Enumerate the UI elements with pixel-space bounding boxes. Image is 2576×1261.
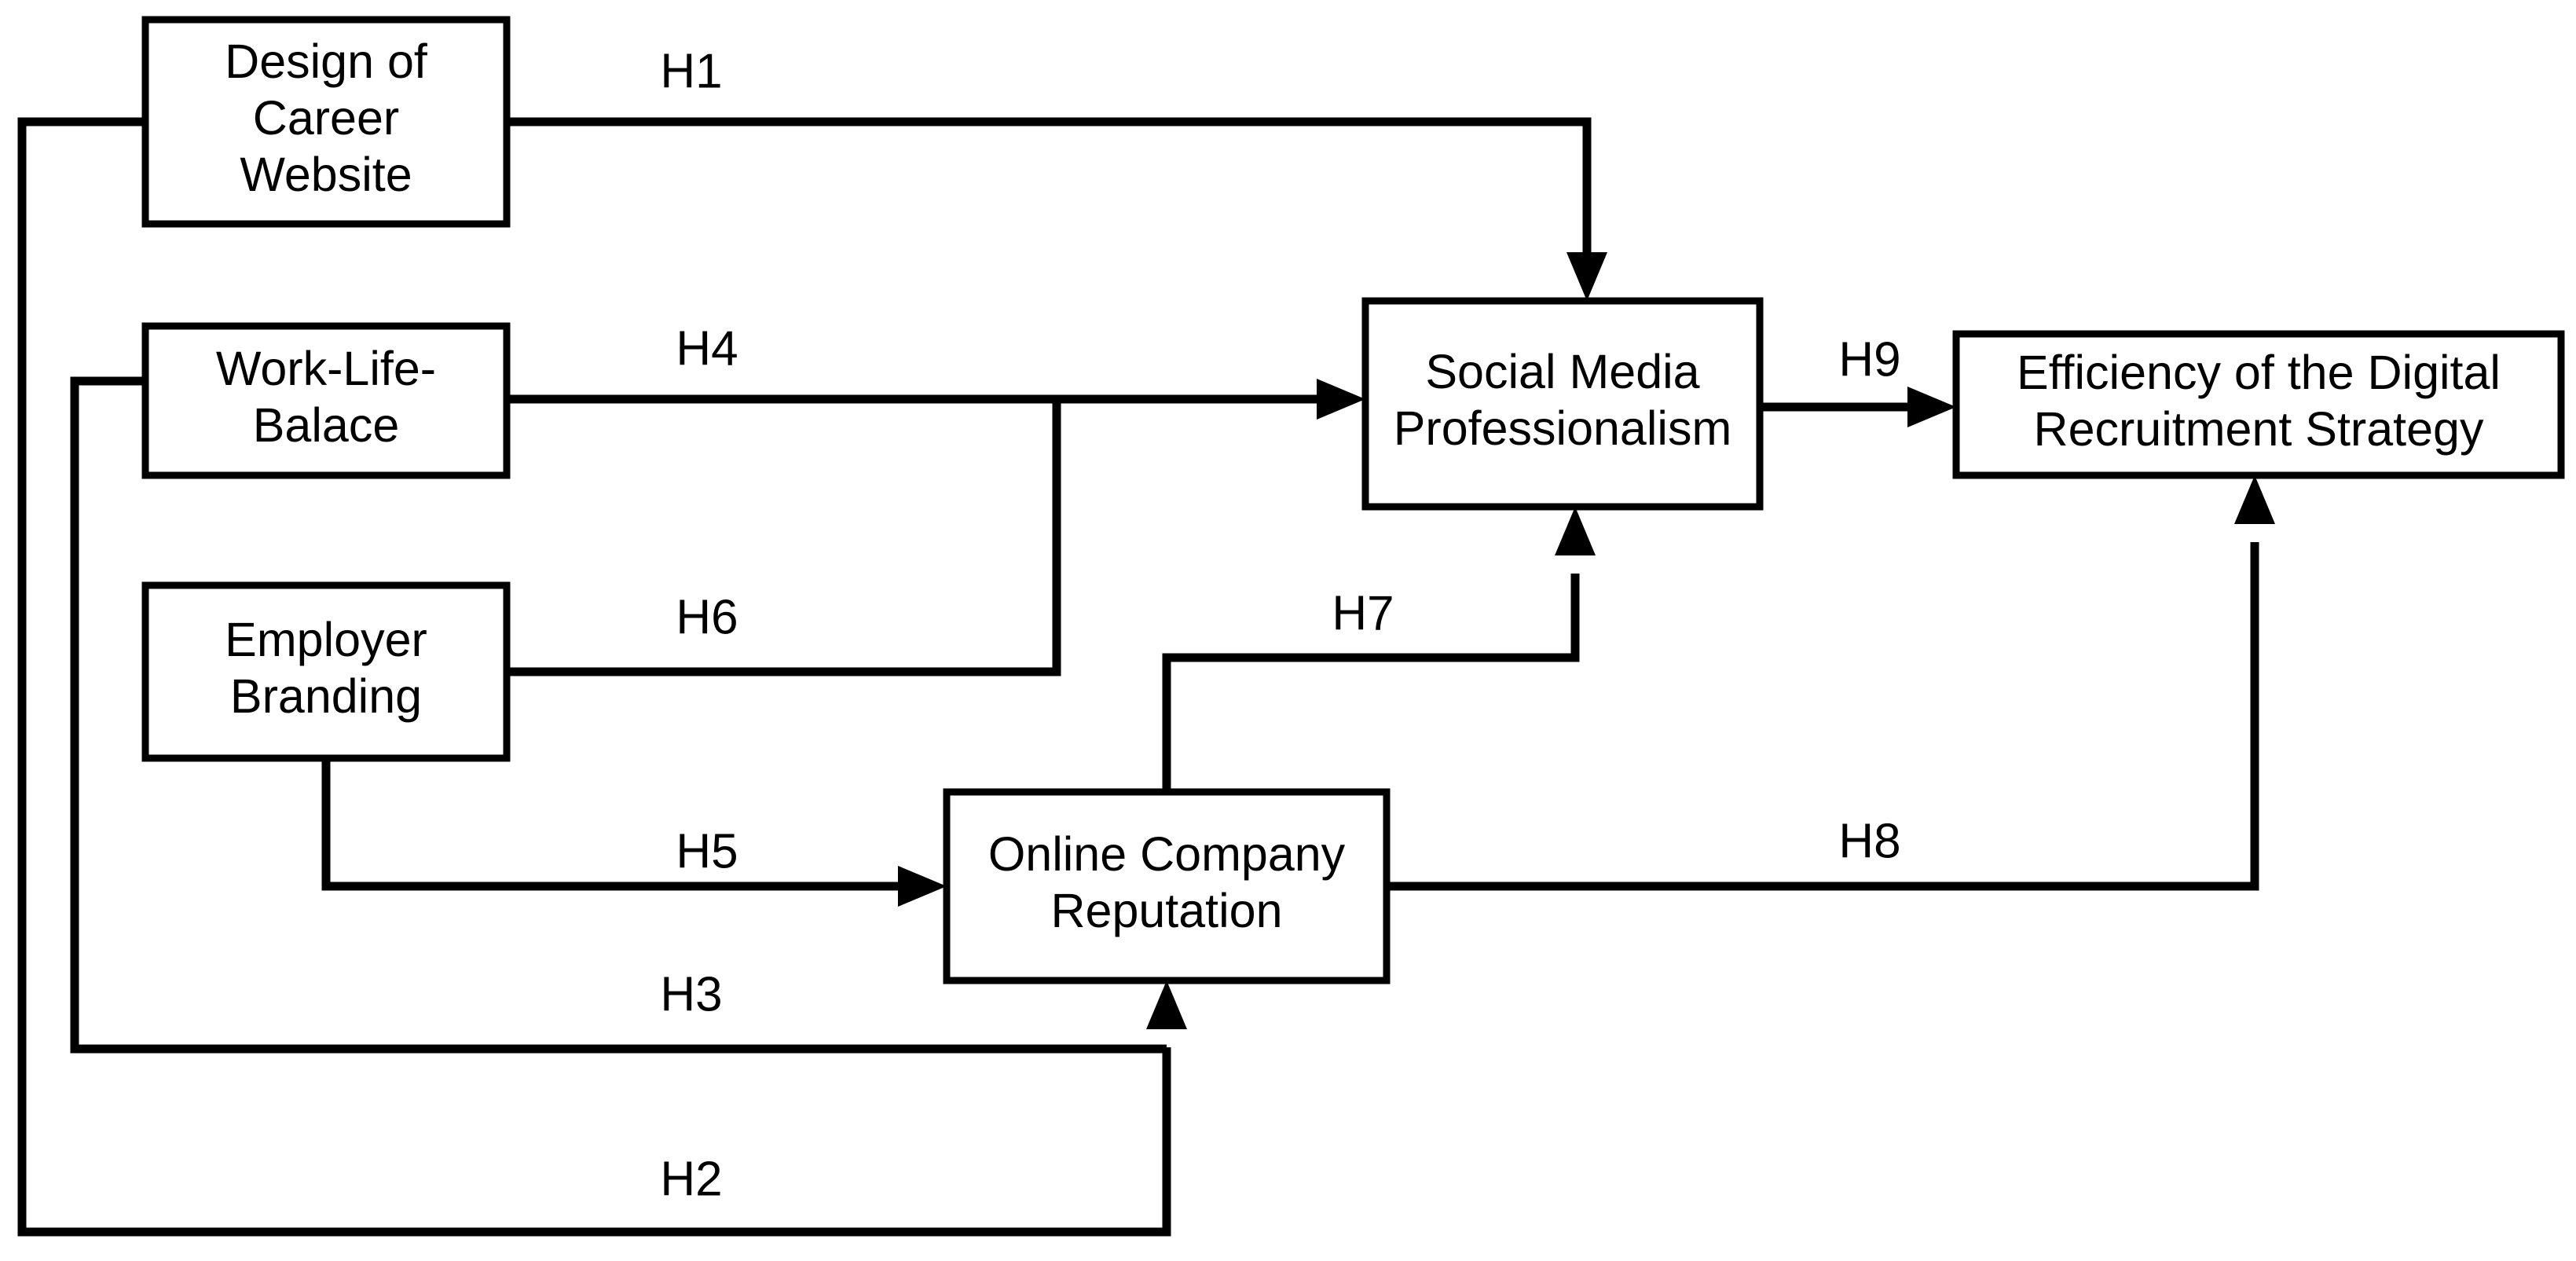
edge-label-h4: H4 xyxy=(676,321,738,376)
edge-line-h3 xyxy=(70,376,1171,1054)
nodes-layer: Design ofCareerWebsiteWork-Life-BalaceEm… xyxy=(141,16,2565,984)
arrowhead-h1 xyxy=(1566,252,1607,301)
edge-label-h1: H1 xyxy=(660,44,722,98)
edge-label-h5: H5 xyxy=(676,824,738,878)
edge-h2 xyxy=(17,117,1171,1237)
arrowhead-h8 xyxy=(2234,475,2275,524)
node-label-efficiency-digital-recruitment: Recruitment Strategy xyxy=(2034,402,2484,456)
edge-line-h5 xyxy=(321,758,913,891)
edge-h5 xyxy=(321,758,947,907)
edge-label-h8: H8 xyxy=(1838,814,1900,868)
node-label-employer-branding: Branding xyxy=(230,669,422,723)
arrowhead-h7 xyxy=(1555,507,1596,555)
edge-h4 xyxy=(507,379,1365,420)
edge-h6 xyxy=(507,399,1061,676)
edge-line-h2 xyxy=(17,117,1171,1237)
node-label-employer-branding: Employer xyxy=(225,613,427,666)
edge-label-h9: H9 xyxy=(1838,332,1900,387)
node-label-design-career-website: Career xyxy=(253,91,399,145)
node-label-design-career-website: Design of xyxy=(225,35,428,88)
arrowhead-h5 xyxy=(898,866,947,907)
node-label-efficiency-digital-recruitment: Efficiency of the Digital xyxy=(2017,346,2501,399)
edge-line-h6 xyxy=(507,399,1061,676)
node-label-online-company-reputation: Reputation xyxy=(1050,884,1282,937)
node-label-design-career-website: Website xyxy=(240,148,412,201)
edges-layer xyxy=(17,117,2275,1237)
node-label-social-media-professionalism: Social Media xyxy=(1425,345,1699,398)
node-box-work-life-balance xyxy=(141,322,511,479)
node-label-work-life-balance: Balace xyxy=(253,398,400,452)
edge-label-h3: H3 xyxy=(660,967,722,1021)
edge-h1 xyxy=(507,117,1607,301)
node-box-social-media-professionalism xyxy=(1361,297,1764,511)
edge-h8 xyxy=(1387,475,2275,891)
edge-label-h6: H6 xyxy=(676,590,738,644)
node-box-efficiency-digital-recruitment xyxy=(1952,330,2565,479)
arrowhead-h4 xyxy=(1317,379,1365,420)
edge-label-h2: H2 xyxy=(660,1152,722,1206)
edge-line-h1 xyxy=(507,117,1592,267)
edge-h7 xyxy=(1162,507,1596,792)
node-work-life-balance: Work-Life-Balace xyxy=(141,322,511,479)
node-box-online-company-reputation xyxy=(943,788,1391,984)
node-label-online-company-reputation: Online Company xyxy=(988,827,1346,881)
node-box-employer-branding xyxy=(141,581,511,762)
arrowhead-h3 xyxy=(1146,981,1187,1029)
arrowhead-h9 xyxy=(1907,387,1956,427)
node-box-design-career-website xyxy=(141,16,511,228)
node-label-social-media-professionalism: Professionalism xyxy=(1394,401,1732,455)
edge-label-h7: H7 xyxy=(1332,586,1394,640)
edge-h3 xyxy=(70,376,1187,1054)
edge-line-h8 xyxy=(1387,542,2259,891)
node-label-work-life-balance: Work-Life- xyxy=(216,342,436,395)
edge-h9 xyxy=(1760,387,1956,427)
edge-line-h7 xyxy=(1162,574,1580,792)
